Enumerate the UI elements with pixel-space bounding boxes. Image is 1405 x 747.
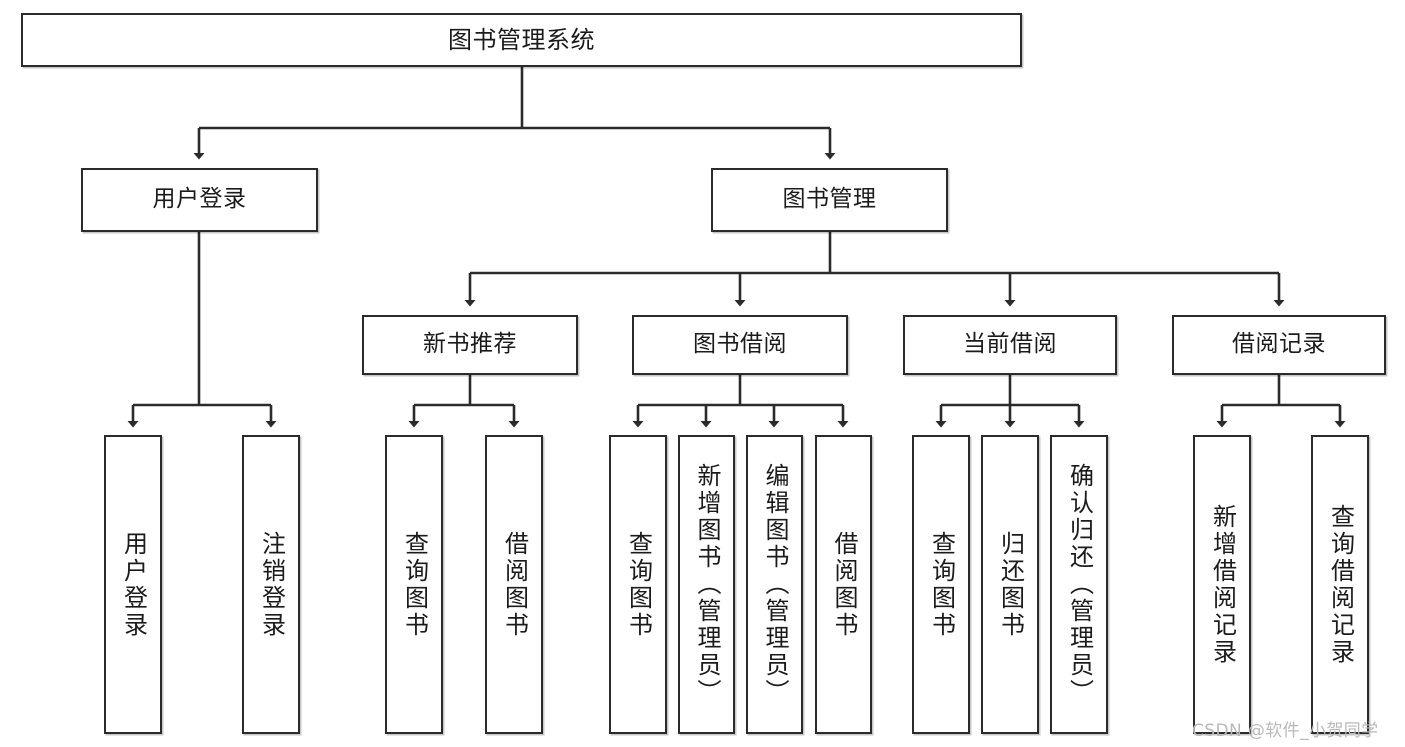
leaf-edit-book-admin[interactable]: 编辑图书（管理员）	[746, 435, 803, 734]
node-new-book-recommend[interactable]: 新书推荐	[362, 315, 578, 375]
leaf-user-logout[interactable]: 注销登录	[242, 435, 300, 734]
leaf-user-login[interactable]: 用户登录	[104, 435, 162, 734]
node-label: 当前借阅	[963, 331, 1057, 358]
node-label: 图书管理	[782, 186, 877, 213]
leaf-return-book[interactable]: 归还图书	[981, 435, 1039, 734]
node-current-borrow[interactable]: 当前借阅	[903, 315, 1117, 375]
node-label: 查询图书	[624, 530, 653, 639]
node-label: 查询借阅记录	[1326, 503, 1355, 666]
node-label: 借阅图书	[829, 530, 858, 639]
node-root-system[interactable]: 图书管理系统	[21, 13, 1022, 67]
leaf-query-book-recommend[interactable]: 查询图书	[385, 435, 443, 734]
leaf-query-borrow-record[interactable]: 查询借阅记录	[1311, 435, 1369, 734]
leaf-query-book-current[interactable]: 查询图书	[912, 435, 970, 734]
node-label: 注销登录	[257, 530, 286, 639]
node-label: 图书管理系统	[448, 25, 595, 54]
node-label: 新增借阅记录	[1208, 503, 1237, 666]
node-label: 归还图书	[996, 530, 1025, 639]
node-book-management[interactable]: 图书管理	[711, 168, 948, 232]
node-user-login[interactable]: 用户登录	[81, 168, 318, 232]
leaf-borrow-book-recommend[interactable]: 借阅图书	[485, 435, 543, 734]
leaf-confirm-return-admin[interactable]: 确认归还（管理员）	[1050, 435, 1108, 734]
leaf-add-book-admin[interactable]: 新增图书（管理员）	[678, 435, 735, 734]
node-label: 编辑图书（管理员）	[760, 463, 789, 706]
csdn-watermark: CSDN @软件_小贺同学	[1192, 721, 1379, 741]
leaf-add-borrow-record[interactable]: 新增借阅记录	[1193, 435, 1251, 734]
leaf-query-book-borrow[interactable]: 查询图书	[609, 435, 667, 734]
node-label: 新增图书（管理员）	[692, 463, 721, 706]
node-label: 借阅记录	[1232, 331, 1326, 358]
node-label: 借阅图书	[500, 530, 529, 639]
node-borrow-record[interactable]: 借阅记录	[1172, 315, 1386, 375]
node-label: 查询图书	[400, 530, 429, 639]
node-label: 用户登录	[119, 530, 148, 639]
node-label: 新书推荐	[423, 331, 517, 358]
node-label: 确认归还（管理员）	[1065, 463, 1094, 706]
node-label: 用户登录	[152, 186, 247, 213]
node-book-borrow[interactable]: 图书借阅	[632, 315, 848, 375]
leaf-borrow-book[interactable]: 借阅图书	[815, 435, 872, 734]
node-label: 查询图书	[927, 530, 956, 639]
node-label: 图书借阅	[693, 331, 787, 358]
